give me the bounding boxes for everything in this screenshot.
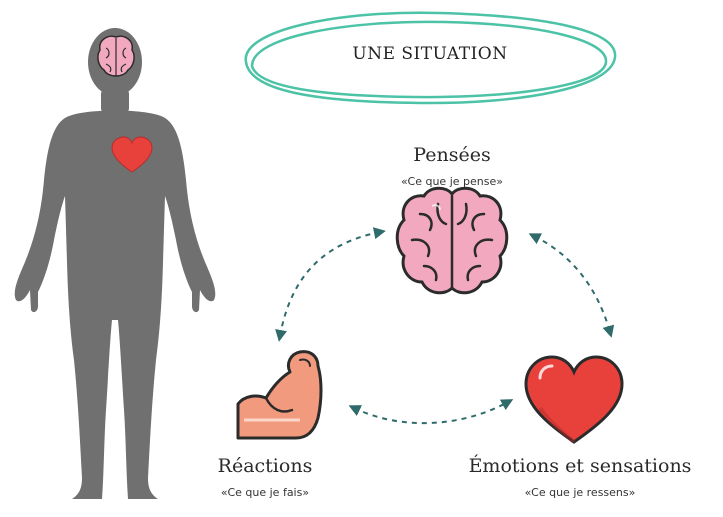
pensees-sublabel: «Ce que je pense» (372, 175, 532, 188)
human-body-icon (15, 28, 216, 499)
emotions-label: Émotions et sensations (440, 455, 720, 477)
pensees-label: Pensées (372, 144, 532, 166)
reactions-label: Réactions (190, 455, 340, 477)
reactions-sublabel: «Ce que je fais» (190, 486, 340, 499)
emotions-sublabel: «Ce que je ressens» (440, 486, 720, 499)
arrow-pensees-reactions (280, 232, 380, 336)
heart-icon (526, 357, 622, 442)
arrow-reactions-emotions (354, 402, 508, 423)
brain-icon (397, 188, 507, 293)
situation-title: UNE SITUATION (255, 44, 605, 64)
flexed-arm-icon (238, 352, 321, 438)
head-brain-icon (98, 36, 134, 76)
arrow-pensees-emotions (534, 236, 610, 332)
